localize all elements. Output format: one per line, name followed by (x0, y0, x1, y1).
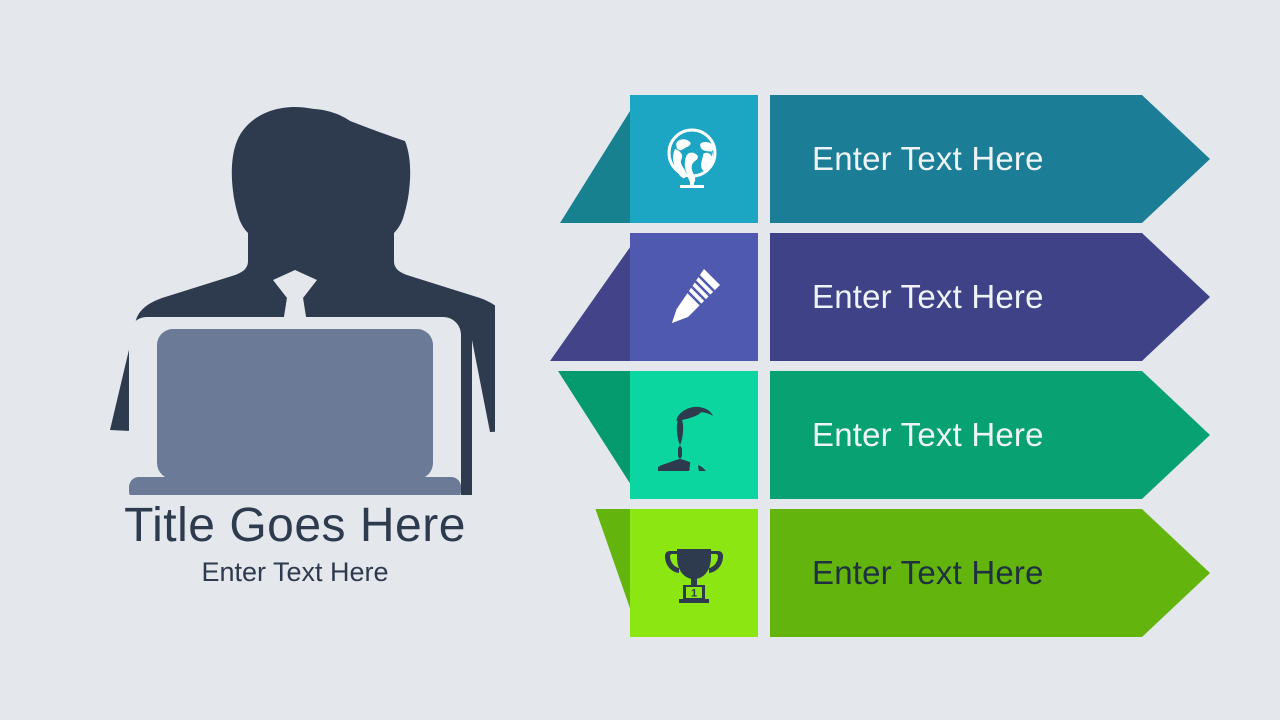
businessman-icon (658, 406, 713, 471)
trophy-rank-label: 1 (691, 588, 697, 600)
page-title: Title Goes Here (124, 499, 466, 552)
row-label-4: Enter Text Here (812, 554, 1044, 591)
row-wedge-2 (548, 233, 640, 361)
row-item-4[interactable]: 1 Enter Text Here (548, 373, 1228, 637)
row-icon-tile-2[interactable] (630, 233, 758, 361)
persona-block: Title Goes Here Enter Text Here (95, 95, 532, 615)
row-banner-4[interactable]: Enter Text Here (770, 509, 1210, 637)
pencil-icon (672, 269, 720, 323)
row-banner-1[interactable]: Enter Text Here (770, 95, 1210, 223)
row-banner-2[interactable]: Enter Text Here (770, 233, 1210, 361)
persona-subtitle: Enter Text Here (201, 557, 389, 587)
row-banner-3[interactable]: Enter Text Here (770, 371, 1210, 499)
row-icon-tile-3[interactable] (630, 371, 758, 499)
row-label-2: Enter Text Here (812, 278, 1044, 315)
row-label-1: Enter Text Here (812, 140, 1044, 177)
trophy-icon: 1 (665, 549, 723, 603)
row-wedge-3 (548, 371, 640, 499)
row-icon-tile-4[interactable]: 1 (630, 509, 758, 637)
row-wedge-4 (548, 373, 640, 637)
row-wedge-1 (548, 95, 640, 223)
row-item-1[interactable]: Enter Text Here (548, 95, 1228, 223)
row-item-3[interactable]: Enter Text Here (548, 371, 1228, 499)
row-icon-tile-1[interactable] (630, 95, 758, 223)
globe-icon (667, 128, 717, 188)
row-item-2[interactable]: Enter Text Here (548, 233, 1228, 361)
row-label-3: Enter Text Here (812, 416, 1044, 453)
person-at-laptop-icon (95, 95, 532, 503)
